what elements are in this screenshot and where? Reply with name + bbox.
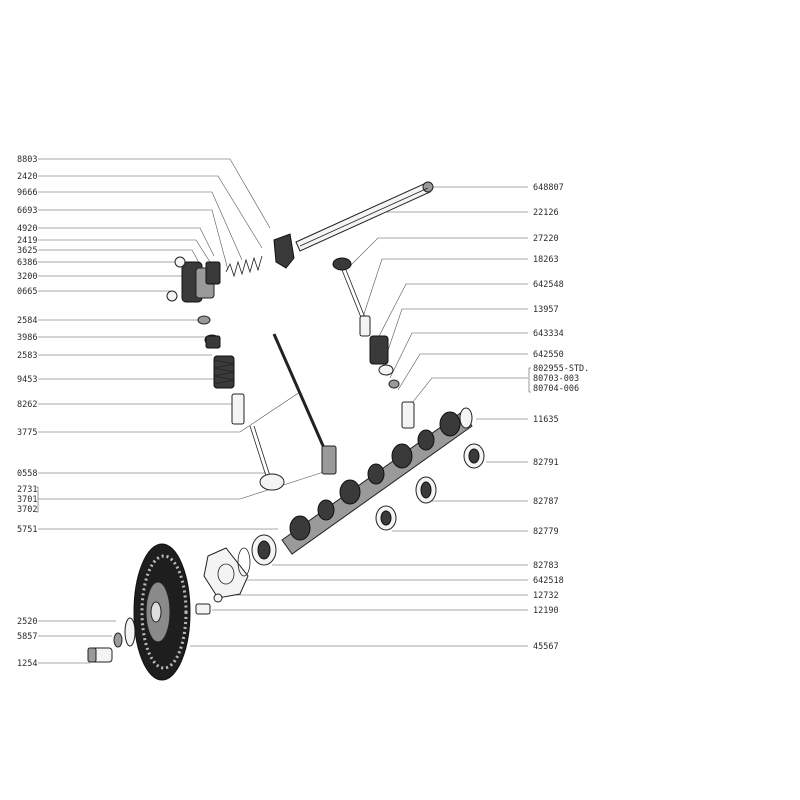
part-label: 3701 [17, 495, 37, 505]
camshaft-gear [133, 543, 191, 681]
part-label: 3625 [17, 246, 37, 256]
part-label: 2584 [17, 316, 37, 326]
part-label: 2583 [17, 351, 37, 361]
push-rod [272, 333, 326, 449]
part-label: 3775 [17, 428, 37, 438]
part-label: 12732 [533, 591, 559, 601]
part-label: 643334 [533, 329, 564, 339]
part-label: 45567 [533, 642, 559, 652]
labels-right: 648807 22126 27220 18263 642548 13957 64… [533, 183, 589, 652]
part-label: 80704-006 [533, 384, 579, 394]
part-label: 80703-003 [533, 374, 579, 384]
part-label: 0558 [17, 469, 37, 479]
leader-lines [36, 158, 531, 664]
part-label: 642548 [533, 280, 564, 290]
part-label: 5751 [17, 525, 37, 535]
part-label: 82783 [533, 561, 559, 571]
part-label: 642518 [533, 576, 564, 586]
part-label: 9666 [17, 188, 37, 198]
camshaft [281, 407, 473, 555]
rocker-shaft [295, 181, 434, 252]
lock-washer [113, 632, 123, 648]
valve-group-left [197, 315, 285, 491]
part-label: 13957 [533, 305, 559, 315]
labels-left: 8803 2420 9666 6693 4920 2419 3625 6386 … [17, 155, 37, 669]
rocker-spring [225, 255, 263, 278]
bolt-small [195, 603, 211, 615]
part-label: 642550 [533, 350, 564, 360]
part-label: 4920 [17, 224, 37, 234]
rocker-arm-left [166, 256, 221, 303]
part-label: 0665 [17, 287, 37, 297]
part-label: 8262 [17, 400, 37, 410]
part-label: 12190 [533, 606, 559, 616]
tappet [321, 445, 337, 475]
thrust-plate [203, 547, 251, 603]
part-label: 82779 [533, 527, 559, 537]
part-label: 2731 [17, 485, 37, 495]
rocker-bracket [273, 233, 295, 269]
gear-bolt [87, 647, 113, 663]
parts [87, 181, 485, 681]
part-label: 9453 [17, 375, 37, 385]
part-label: 82791 [533, 458, 559, 468]
part-label: 3702 [17, 505, 37, 515]
part-label: 2420 [17, 172, 37, 182]
part-label: 82787 [533, 497, 559, 507]
part-label: 6693 [17, 206, 37, 216]
part-label: 2520 [17, 617, 37, 627]
part-label: 5857 [17, 632, 37, 642]
camshaft-bearings [251, 443, 485, 566]
part-label: 2419 [17, 236, 37, 246]
part-label: 8803 [17, 155, 37, 165]
washer [124, 617, 136, 647]
part-label: 1254 [17, 659, 37, 669]
part-label: 3986 [17, 333, 37, 343]
valve-group-right [332, 257, 415, 429]
part-label: 802955-STD. [533, 364, 589, 374]
part-label: 27220 [533, 234, 559, 244]
part-label: 3200 [17, 272, 37, 282]
part-label: 11635 [533, 415, 559, 425]
part-label: 22126 [533, 208, 559, 218]
part-label: 6386 [17, 258, 37, 268]
part-label: 648807 [533, 183, 564, 193]
part-label: 18263 [533, 255, 559, 265]
